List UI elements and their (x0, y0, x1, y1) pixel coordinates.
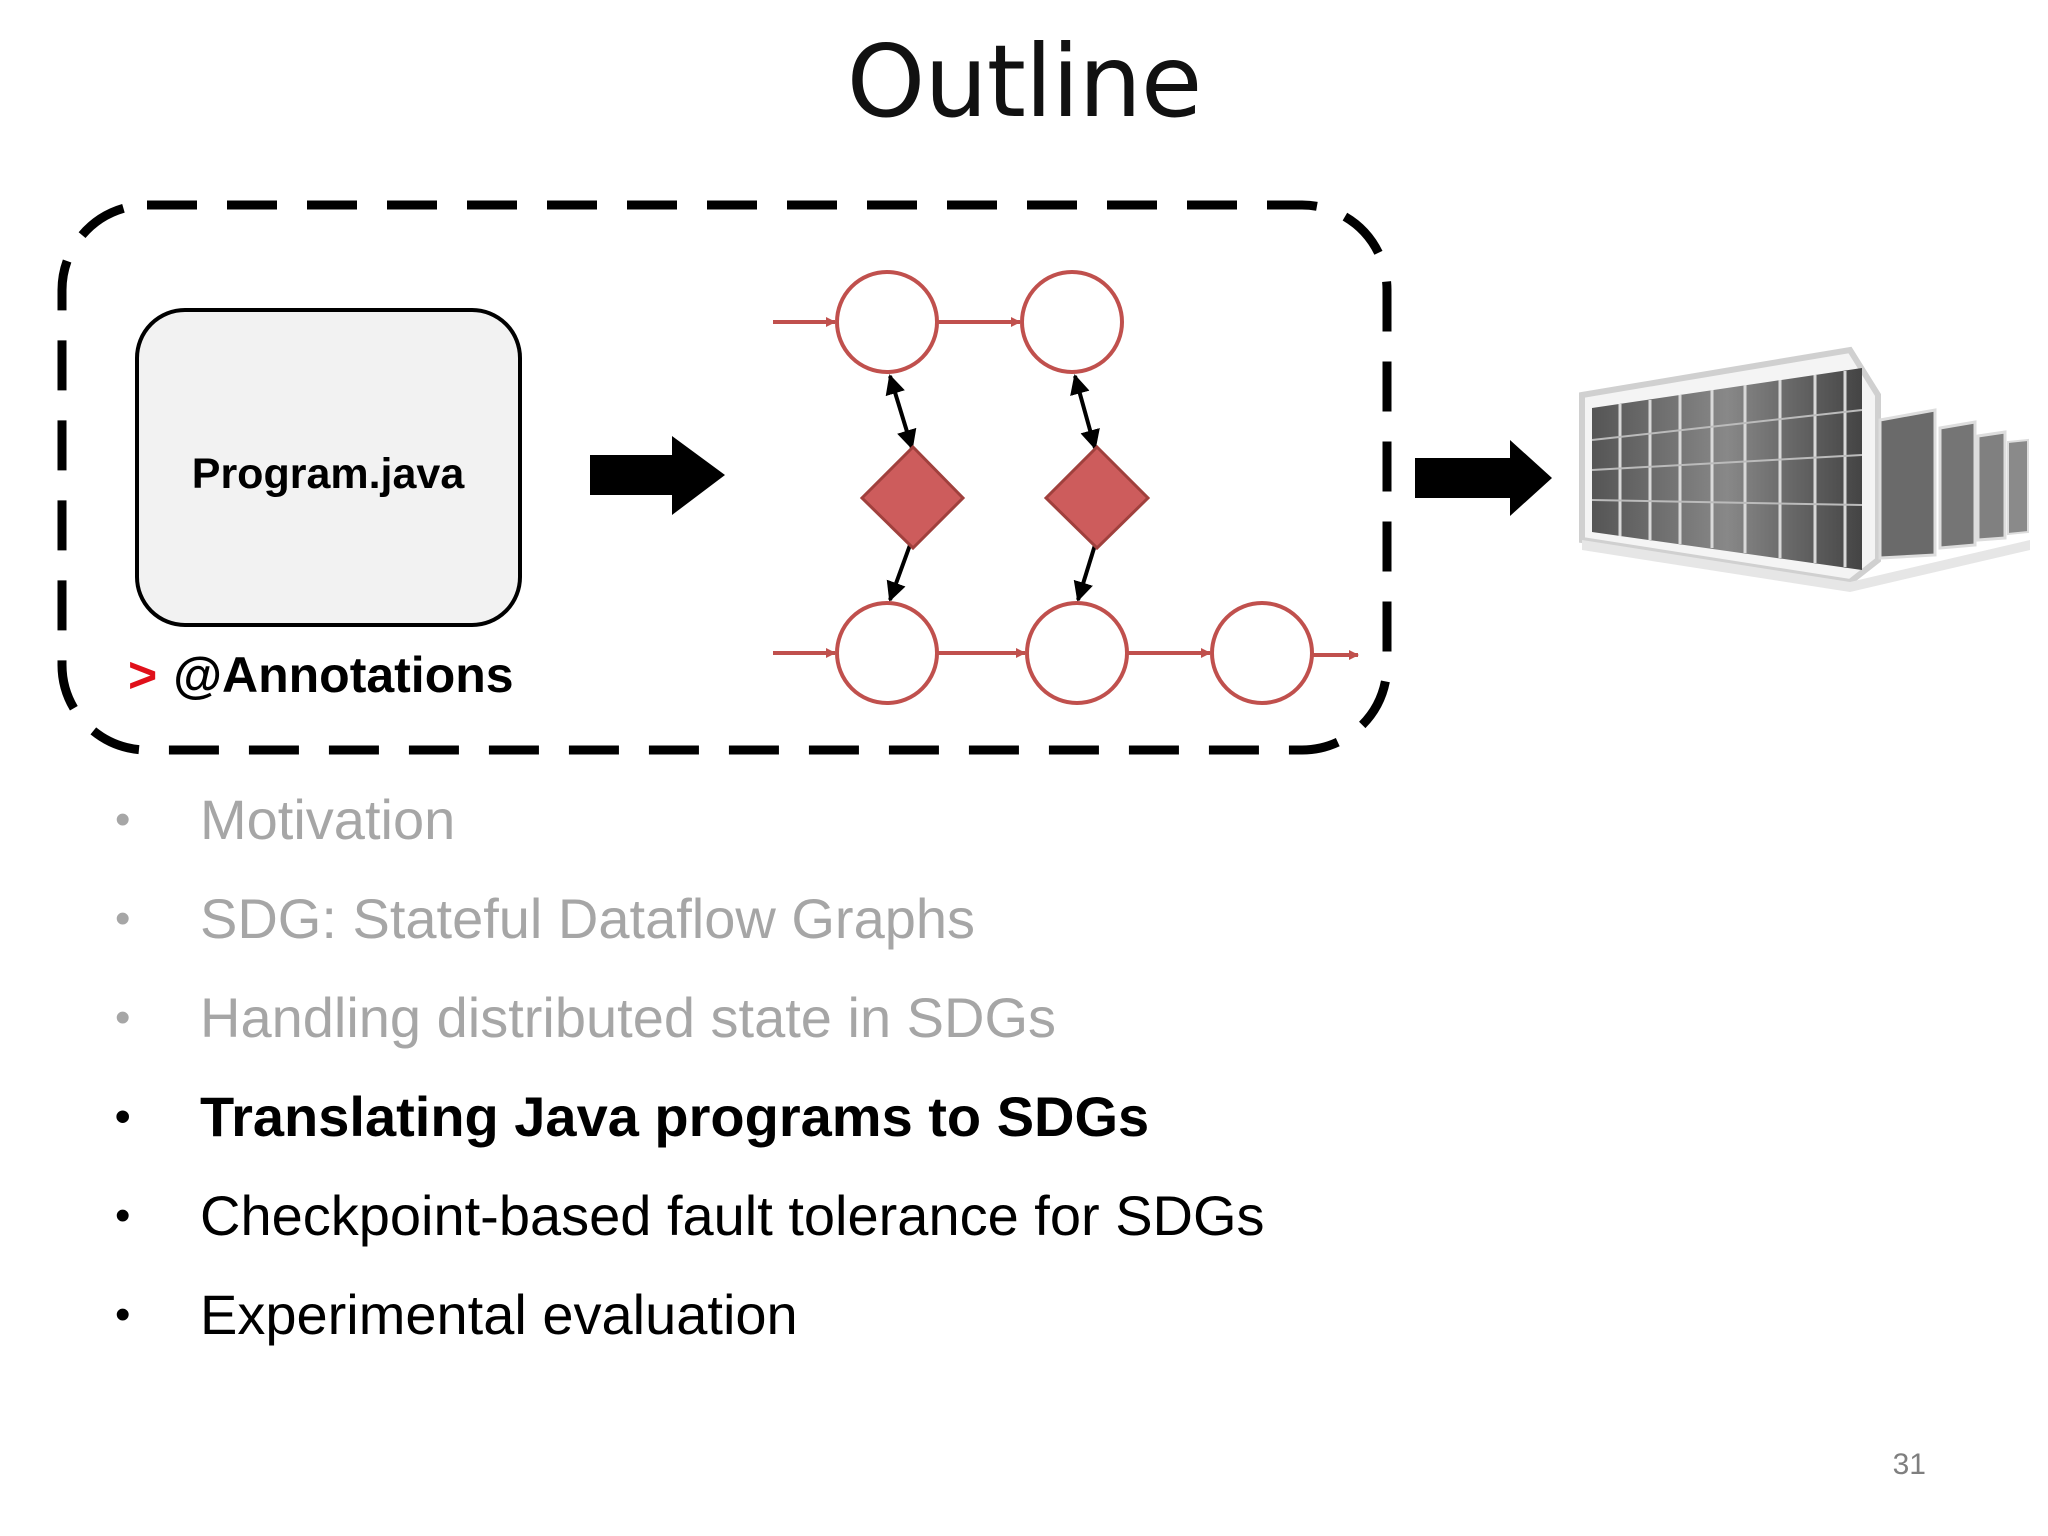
task-element-node (1025, 601, 1129, 705)
task-element-node (1020, 270, 1124, 374)
outline-item-label: Translating Java programs to SDGs (200, 1085, 1150, 1148)
program-label: Program.java (192, 450, 466, 498)
bullet-icon: • (115, 1290, 131, 1339)
outline-item-label: SDG: Stateful Dataflow Graphs (200, 887, 976, 950)
bullet-icon: • (115, 1092, 131, 1141)
state-access-edge (885, 374, 917, 450)
right-arrow-icon (590, 436, 725, 515)
sdg-graph (773, 270, 1359, 705)
state-access-edge (1073, 544, 1097, 602)
state-element-diamond (859, 444, 966, 551)
bullet-icon: • (115, 1191, 131, 1240)
state-access-edge (886, 544, 912, 602)
translation-diagram: Program.java >@Annotations (57, 200, 2030, 755)
state-access-edge (1070, 374, 1100, 450)
task-element-node (1210, 601, 1314, 705)
annotation-prompt-icon: > (128, 647, 157, 703)
outline-item-label: Checkpoint-based fault tolerance for SDG… (200, 1184, 1265, 1247)
slide-title: Outline (846, 23, 1203, 140)
program-boundary-frame (57, 200, 1392, 755)
outline-item-label: Experimental evaluation (200, 1283, 798, 1346)
server-racks-image (1579, 346, 2030, 592)
task-element-node (835, 601, 939, 705)
outline-item-label: Motivation (200, 788, 456, 851)
bullet-icon: • (115, 894, 131, 943)
annotation-label: >@Annotations (128, 647, 514, 703)
bullet-icon: • (115, 993, 131, 1042)
state-element-diamond (1043, 444, 1151, 551)
right-arrow-icon (1415, 440, 1552, 516)
task-element-node (835, 270, 939, 374)
program-box (135, 308, 522, 627)
outline-item-label: Handling distributed state in SDGs (200, 986, 1056, 1049)
page-number: 31 (1892, 1448, 1926, 1481)
bullet-icon: • (115, 795, 131, 844)
